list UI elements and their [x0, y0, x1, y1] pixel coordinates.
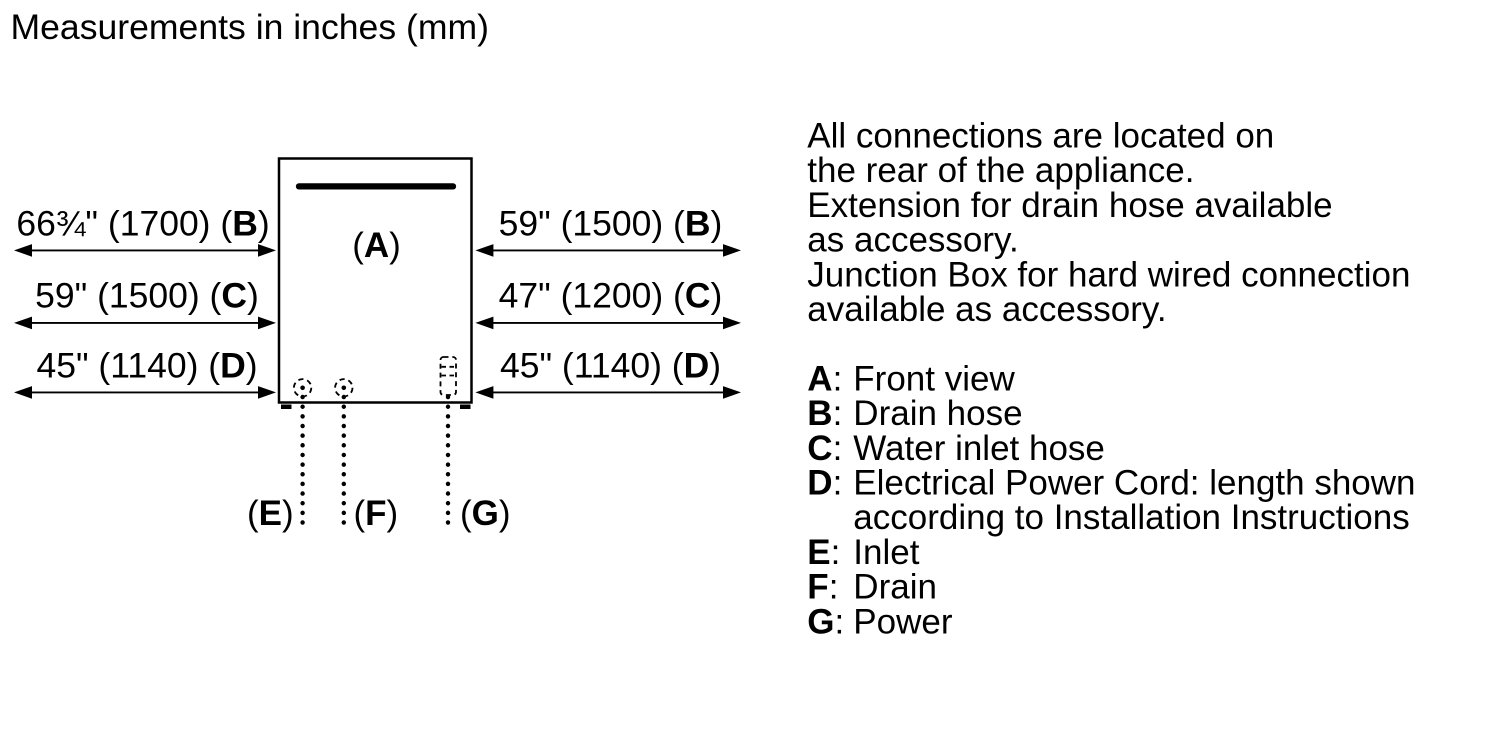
svg-text:45" (1140) (D): 45" (1140) (D) [36, 346, 257, 386]
svg-text:Front view: Front view [853, 359, 1015, 398]
svg-text:Drain: Drain [853, 568, 937, 607]
svg-text:All connections are located on: All connections are located on [807, 117, 1274, 156]
svg-text:66¾" (1700) (B): 66¾" (1700) (B) [16, 204, 269, 244]
svg-text:B:: B: [807, 394, 842, 433]
svg-text:E:: E: [807, 533, 840, 572]
svg-text:Water inlet hose: Water inlet hose [853, 429, 1105, 468]
svg-text:45" (1140) (D): 45" (1140) (D) [500, 346, 721, 386]
svg-text:59" (1500) (B): 59" (1500) (B) [499, 204, 723, 244]
svg-text:F:: F: [807, 568, 838, 607]
svg-text:Junction Box for hard wired co: Junction Box for hard wired connection [807, 255, 1410, 294]
svg-text:as accessory.: as accessory. [807, 221, 1018, 260]
svg-text:G:: G: [807, 602, 844, 641]
svg-text:the rear of the appliance.: the rear of the appliance. [807, 151, 1194, 190]
svg-text:available as accessory.: available as accessory. [807, 290, 1166, 329]
svg-text:(A): (A) [352, 226, 401, 265]
svg-text:according to Installation Inst: according to Installation Instructions [853, 498, 1409, 537]
svg-text:Inlet: Inlet [853, 533, 919, 572]
svg-text:(F): (F) [354, 494, 399, 533]
svg-text:D:: D: [807, 464, 842, 503]
svg-text:A:: A: [807, 359, 842, 398]
svg-text:(E): (E) [247, 494, 294, 533]
svg-text:(G): (G) [460, 494, 511, 533]
svg-text:Electrical Power Cord: length: Electrical Power Cord: length shown [853, 464, 1415, 503]
svg-text:C:: C: [807, 429, 842, 468]
svg-text:Measurements in inches (mm): Measurements in inches (mm) [11, 7, 489, 47]
svg-text:Drain hose: Drain hose [853, 394, 1022, 433]
svg-text:47" (1200) (C): 47" (1200) (C) [499, 276, 723, 316]
svg-text:Extension for drain hose avail: Extension for drain hose available [807, 186, 1332, 225]
svg-text:59" (1500) (C): 59" (1500) (C) [35, 276, 259, 316]
svg-text:Power: Power [853, 602, 953, 641]
